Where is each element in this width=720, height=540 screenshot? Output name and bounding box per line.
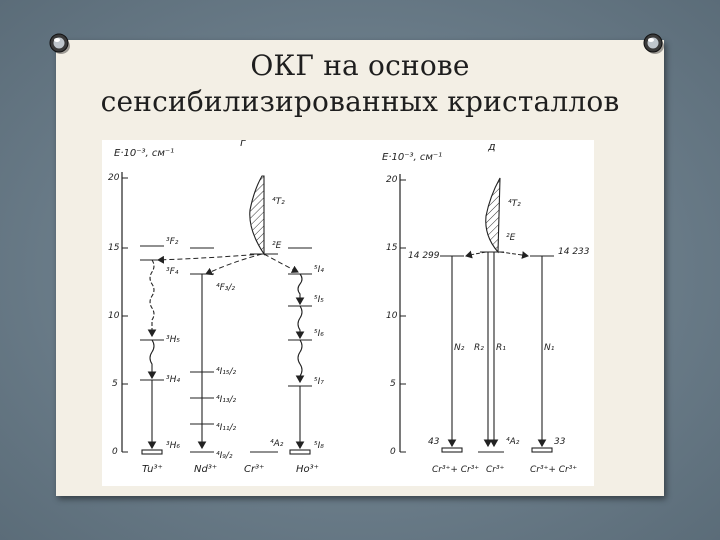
title-line-2: сенсибилизированных кристаллов — [100, 85, 620, 118]
pushpin-icon — [49, 33, 70, 54]
right-level-4a2: ⁴A₂ — [506, 437, 520, 447]
ion-nd: Nd³⁺ — [194, 464, 217, 475]
diagram-left: E·10⁻³, см⁻¹ г 20 15 10 5 0 ³F₂ ³F₄ ³H₅ … — [108, 140, 324, 475]
right-tick-10: 10 — [386, 311, 398, 321]
line-r1: R₁ — [496, 343, 506, 353]
cr-level-2e: ²E — [272, 241, 282, 251]
right-level-14299: 14 299 — [408, 251, 440, 261]
diagram-right: E·10⁻³, см⁻¹ д 20 15 10 5 0 ⁴T₂ ²E 14 29… — [382, 140, 590, 475]
tm-level-3h5: ³H₅ — [166, 335, 180, 345]
energy-level-figure: E·10⁻³, см⁻¹ г 20 15 10 5 0 ³F₂ ³F₄ ³H₅ … — [102, 140, 594, 486]
left-tick-5: 5 — [112, 379, 118, 389]
ion-tm: Tu³⁺ — [142, 464, 163, 475]
ho-level-5i5: ⁵I₅ — [314, 295, 324, 305]
line-r2: R₂ — [474, 343, 484, 353]
tm-level-3f2: ³F₂ — [166, 237, 179, 247]
ion-cr: Cr³⁺ — [244, 464, 264, 475]
left-tick-20: 20 — [108, 173, 120, 183]
nd-level-4i92: ⁴I₉/₂ — [216, 451, 233, 461]
right-tick-15: 15 — [386, 243, 398, 253]
left-panel-label: г — [240, 140, 246, 149]
cr-level-4a2: ⁴A₂ — [270, 439, 284, 449]
right-level-14233: 14 233 — [558, 247, 590, 257]
left-tick-0: 0 — [112, 447, 118, 457]
ion-ho: Ho³⁺ — [296, 464, 319, 475]
line-n1: N₁ — [544, 343, 555, 353]
slide-title: ОКГ на основе сенсибилизированных криста… — [56, 48, 664, 120]
tm-level-3h4: ³H₄ — [166, 375, 180, 385]
ho-level-5i6: ⁵I₆ — [314, 329, 324, 339]
cr-level-4t2: ⁴T₂ — [272, 197, 285, 207]
ho-level-5i7: ⁵I₇ — [314, 377, 324, 387]
cr-4t2-band-right — [485, 177, 501, 254]
right-level-4t2: ⁴T₂ — [508, 199, 521, 209]
right-ions-left: Cr³⁺+ Cr³⁺ — [432, 465, 479, 475]
right-tick-0: 0 — [390, 447, 396, 457]
right-ion-center: Cr³⁺ — [486, 465, 505, 475]
nd-level-4f32: ⁴F₃/₂ — [216, 283, 235, 293]
right-tick-5: 5 — [390, 379, 396, 389]
left-tick-10: 10 — [108, 311, 120, 321]
right-panel-label: д — [487, 140, 496, 153]
nd-level-4i132: ⁴I₁₃/₂ — [216, 395, 237, 405]
left-axis-label: E·10⁻³, см⁻¹ — [114, 148, 174, 159]
nd-level-4i152: ⁴I₁₅/₂ — [216, 367, 237, 377]
right-ground-43: 43 — [428, 437, 440, 447]
cr-4t2-band — [249, 175, 265, 256]
right-level-2e: ²E — [506, 233, 516, 243]
tm-level-3f4: ³F₄ — [166, 267, 179, 277]
pushpin-icon — [643, 33, 664, 54]
tm-level-3h6: ³H₆ — [166, 441, 180, 451]
right-ions-right: Cr³⁺+ Cr³⁺ — [530, 465, 577, 475]
right-tick-20: 20 — [386, 175, 398, 185]
left-tick-15: 15 — [108, 243, 120, 253]
right-axis-label: E·10⁻³, см⁻¹ — [382, 152, 442, 163]
title-line-1: ОКГ на основе — [250, 49, 470, 82]
energy-level-diagrams: E·10⁻³, см⁻¹ г 20 15 10 5 0 ³F₂ ³F₄ ³H₅ … — [108, 140, 590, 475]
ho-level-5i8: ⁵I₈ — [314, 441, 324, 451]
nd-level-4i112: ⁴I₁₁/₂ — [216, 423, 237, 433]
right-ground-33: 33 — [554, 437, 566, 447]
ho-level-5i4: ⁵I₄ — [314, 265, 324, 275]
line-n2: N₂ — [454, 343, 465, 353]
